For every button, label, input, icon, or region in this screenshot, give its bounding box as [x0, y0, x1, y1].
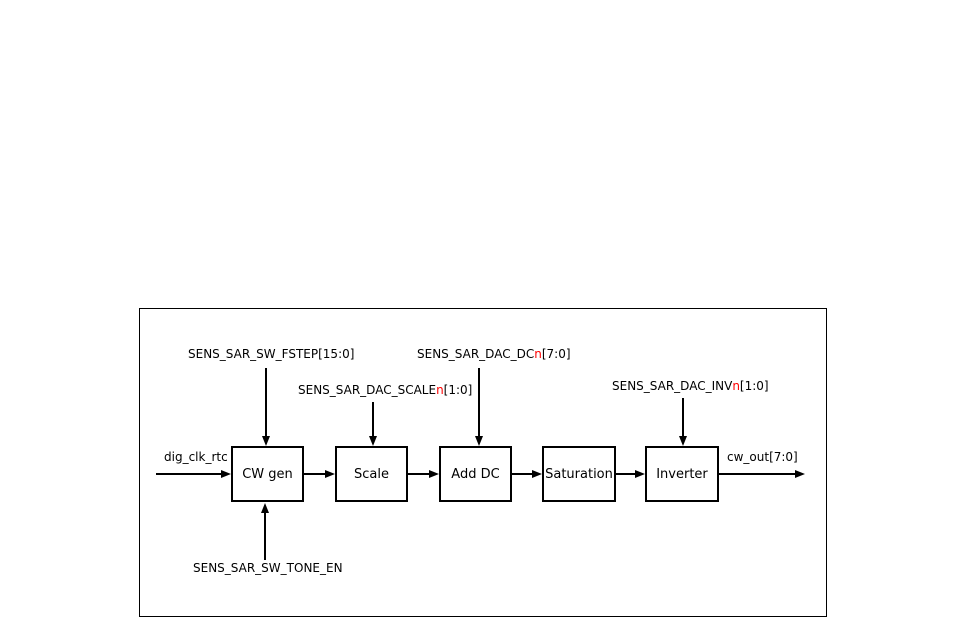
- connector-line: [616, 473, 637, 475]
- connector-line: [156, 473, 222, 475]
- block-scale: Scale: [335, 446, 408, 502]
- signal-index-n: n: [732, 379, 740, 393]
- block-label: Inverter: [656, 466, 708, 482]
- connector-line: [265, 368, 267, 437]
- block-label: Scale: [354, 466, 389, 482]
- arrowhead-right-icon: [795, 470, 805, 478]
- signal-text: [1:0]: [443, 383, 473, 397]
- connector-line: [304, 473, 327, 475]
- arrowhead-right-icon: [221, 470, 231, 478]
- block-label: CW gen: [242, 466, 293, 482]
- signal-label-dac-scale: SENS_SAR_DAC_SCALEn[1:0]: [298, 383, 472, 397]
- arrowhead-right-icon: [532, 470, 542, 478]
- connector-line: [408, 473, 431, 475]
- input-label: dig_clk_rtc: [164, 450, 228, 464]
- arrowhead-down-icon: [679, 436, 687, 446]
- signal-label-dac-inv: SENS_SAR_DAC_INVn[1:0]: [612, 379, 769, 393]
- connector-line: [264, 512, 266, 560]
- signal-text: SENS_SAR_DAC_SCALE: [298, 383, 437, 397]
- arrowhead-up-icon: [261, 503, 269, 513]
- connector-line: [372, 402, 374, 437]
- signal-text: SENS_SAR_DAC_DC: [417, 347, 535, 361]
- connector-line: [512, 473, 534, 475]
- block-inverter: Inverter: [645, 446, 719, 502]
- signal-text: SENS_SAR_DAC_INV: [612, 379, 733, 393]
- signal-index-n: n: [534, 347, 542, 361]
- signal-text: [1:0]: [739, 379, 769, 393]
- signal-label-sw-fstep: SENS_SAR_SW_FSTEP[15:0]: [188, 347, 354, 361]
- signal-text: [7:0]: [541, 347, 571, 361]
- signal-index-n: n: [436, 383, 444, 397]
- signal-text: SENS_SAR_SW_TONE_EN: [193, 561, 343, 575]
- block-cw-gen: CW gen: [231, 446, 304, 502]
- signal-label-sw-tone-en: SENS_SAR_SW_TONE_EN: [193, 561, 343, 575]
- output-label: cw_out[7:0]: [727, 450, 798, 464]
- arrowhead-right-icon: [429, 470, 439, 478]
- arrowhead-down-icon: [369, 436, 377, 446]
- block-saturation: Saturation: [542, 446, 616, 502]
- connector-line: [719, 473, 796, 475]
- block-label: Add DC: [451, 466, 500, 482]
- arrowhead-right-icon: [635, 470, 645, 478]
- connector-line: [478, 368, 480, 437]
- connector-line: [682, 398, 684, 437]
- block-add-dc: Add DC: [439, 446, 512, 502]
- arrowhead-down-icon: [262, 436, 270, 446]
- arrowhead-right-icon: [325, 470, 335, 478]
- signal-label-dac-dc: SENS_SAR_DAC_DCn[7:0]: [417, 347, 571, 361]
- signal-text: SENS_SAR_SW_FSTEP[15:0]: [188, 347, 355, 361]
- arrowhead-down-icon: [475, 436, 483, 446]
- block-label: Saturation: [545, 466, 613, 482]
